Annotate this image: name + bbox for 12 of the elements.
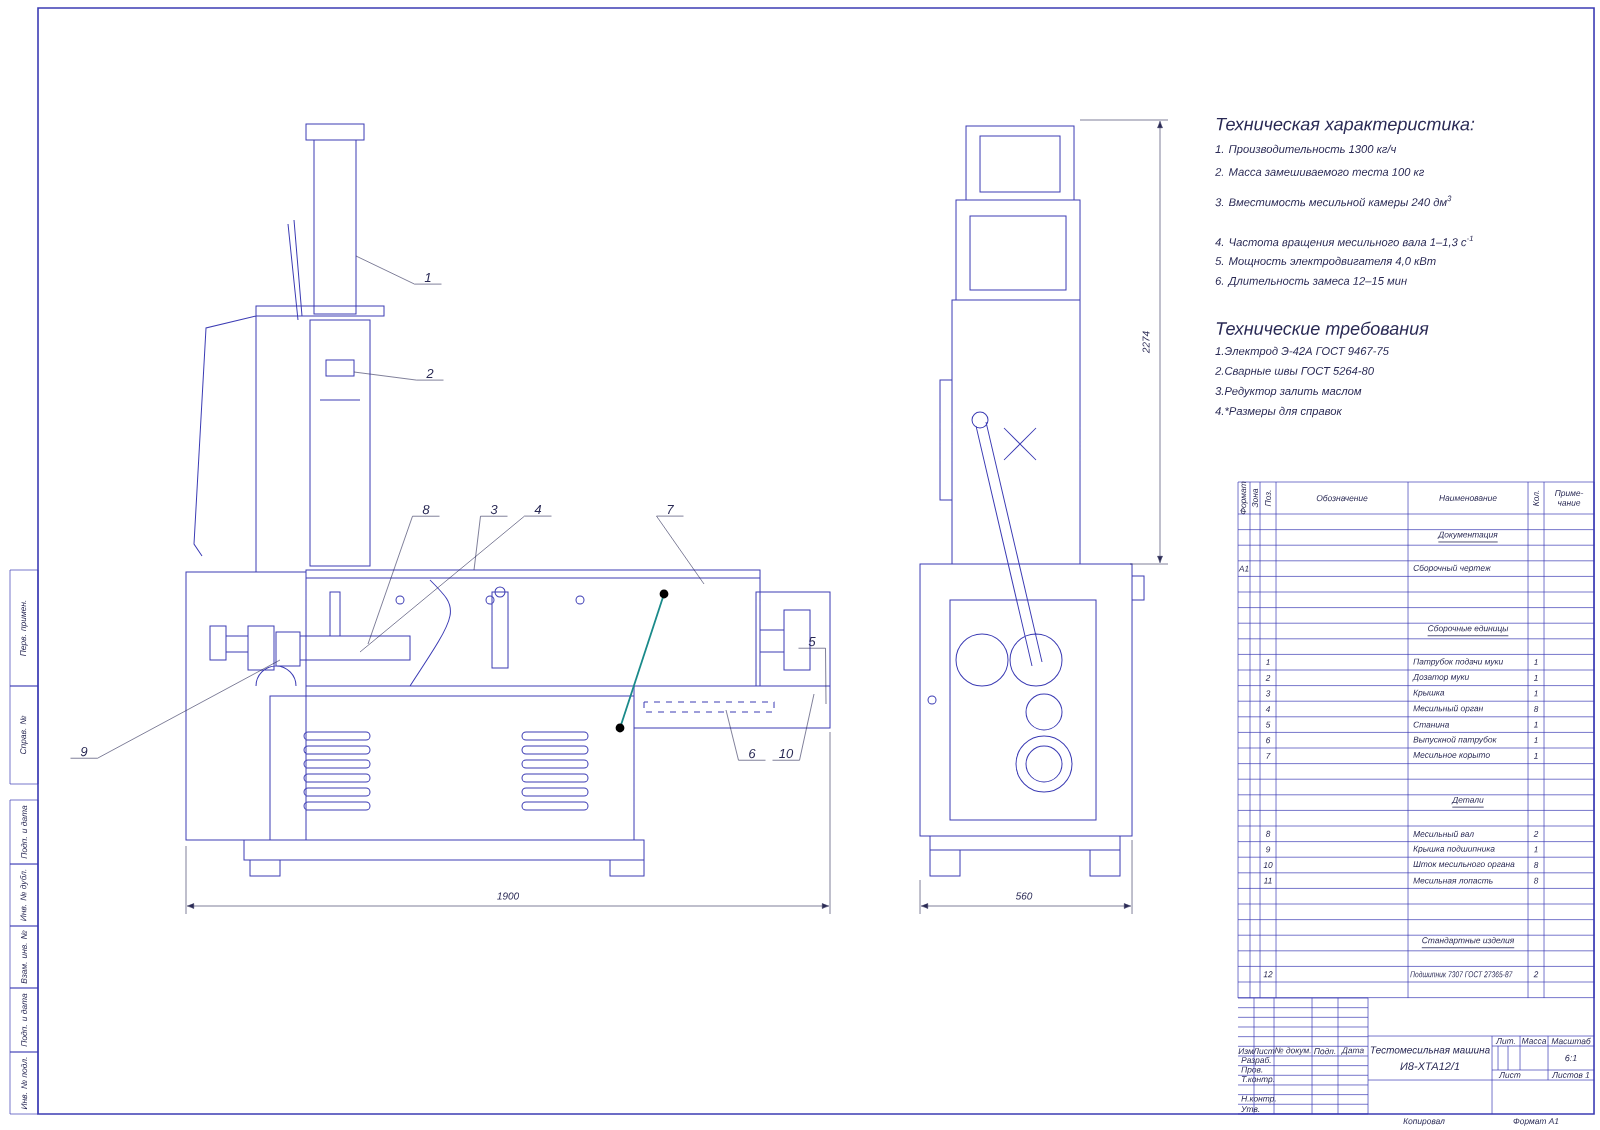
leader-line <box>473 515 508 571</box>
leader-line <box>70 659 281 759</box>
section-heading: Техническая характеристика: <box>1216 117 1475 135</box>
leader-line <box>725 709 766 761</box>
leader-line <box>656 515 705 585</box>
leader-line <box>798 647 827 705</box>
leader-line <box>355 255 442 285</box>
leader-line <box>772 693 815 761</box>
leader-line <box>353 371 444 381</box>
leader-line <box>359 515 552 653</box>
leader-line <box>367 515 440 645</box>
section-heading: Технические требования <box>1216 321 1429 339</box>
